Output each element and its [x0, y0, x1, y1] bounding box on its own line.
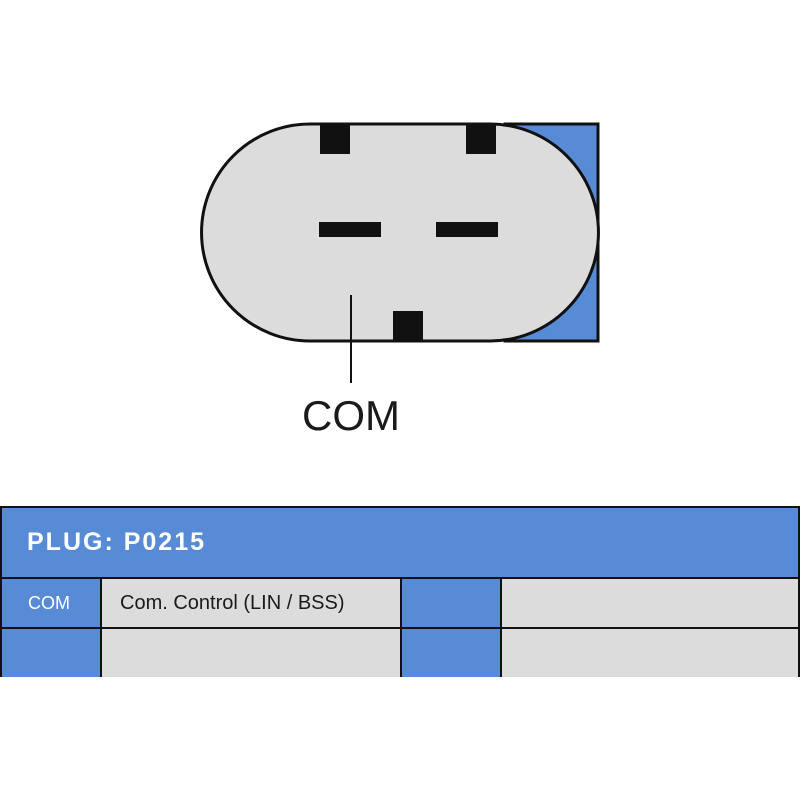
- table-row: [2, 629, 798, 677]
- description-cell: Com. Control (LIN / BSS): [102, 579, 400, 627]
- description-cell: [502, 579, 798, 627]
- connector-diagram: COM: [200, 122, 600, 439]
- com-pin-label: COM: [302, 392, 400, 439]
- bottom-key: [393, 311, 423, 341]
- connector-body: [200, 122, 600, 343]
- plug-title: PLUG: P0215: [2, 508, 798, 577]
- description-cell: [102, 629, 400, 677]
- top-key-left: [320, 124, 350, 154]
- top-key-right: [466, 124, 496, 154]
- pin-cell: [402, 629, 500, 677]
- plug-table: PLUG: P0215 COM Com. Control (LIN / BSS): [0, 506, 800, 677]
- description-cell: [502, 629, 798, 677]
- pin-cell: [2, 629, 100, 677]
- pin-cell: COM: [2, 579, 100, 627]
- pin-cell: [402, 579, 500, 627]
- table-row: COM Com. Control (LIN / BSS): [2, 579, 798, 627]
- terminal-left: [319, 222, 381, 237]
- terminal-right: [436, 222, 498, 237]
